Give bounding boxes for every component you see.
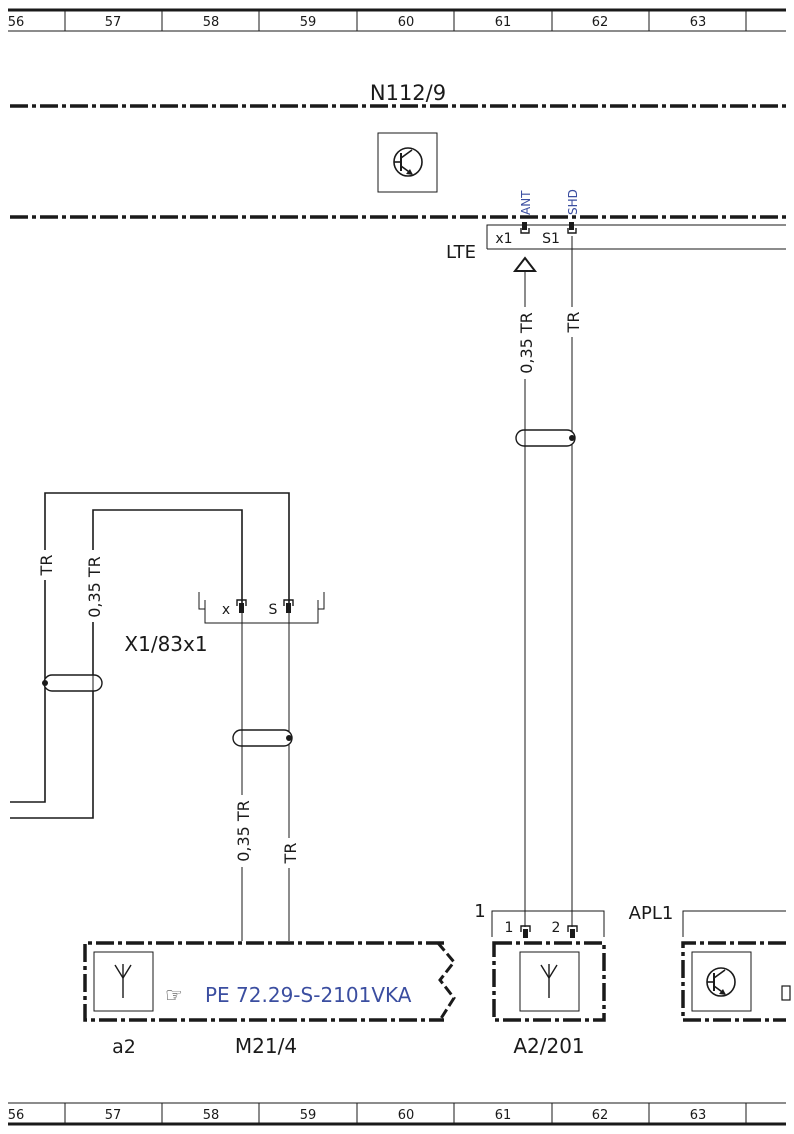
wires-left: TR 0,35 TR xyxy=(10,492,290,819)
module-sublabel-a2: a2 xyxy=(112,1036,136,1058)
antenna-icon-a2-201 xyxy=(519,951,580,1012)
pin-x-label: x xyxy=(222,602,230,618)
grid-col-63-bottom: 63 xyxy=(690,1108,707,1123)
wires-middle: 0,35 TR TR xyxy=(232,613,300,941)
pin-s-label: S xyxy=(269,602,278,618)
grid-col-56-bottom: 56 xyxy=(8,1108,25,1123)
wire-label-left-outer: TR xyxy=(37,555,56,577)
grid-col-58: 58 xyxy=(203,15,220,30)
top-grid-ruler: 56 57 58 59 60 61 62 63 xyxy=(8,8,786,32)
pin-1-symbol xyxy=(520,925,531,938)
wire-label-ant: 0,35 TR xyxy=(517,312,536,374)
connector-label-x1-83x1: X1/83x1 xyxy=(124,632,207,656)
module-n112-9: N112/9 LTE x1 S1 ANT SHD xyxy=(10,81,786,272)
module-a2-201: 1 1 2 A2/201 xyxy=(474,901,606,1058)
transistor-icon-apl1 xyxy=(691,951,752,1012)
grid-col-62-bottom: 62 xyxy=(592,1108,609,1123)
wire-label-mid-s: TR xyxy=(281,843,300,865)
pin-shd-label: SHD xyxy=(566,189,580,215)
wire-label-shd: TR xyxy=(564,312,583,334)
pin-s1-label: S1 xyxy=(542,231,560,247)
pin-1-label: 1 xyxy=(505,920,514,936)
antenna-icon xyxy=(93,951,154,1012)
pin-ant-label: ANT xyxy=(519,190,533,215)
wire-label-left-inner: 0,35 TR xyxy=(85,556,104,618)
transistor-icon xyxy=(377,132,438,193)
connector-label-1: 1 xyxy=(474,901,485,922)
lte-port-label: LTE xyxy=(446,242,476,263)
grid-col-60: 60 xyxy=(398,15,415,30)
grid-col-63: 63 xyxy=(690,15,707,30)
module-label-m21-4: M21/4 xyxy=(235,1034,297,1058)
module-apl1: APL1 xyxy=(629,903,791,1022)
grid-col-61: 61 xyxy=(495,15,512,30)
module-label-n112-9: N112/9 xyxy=(370,81,446,105)
grid-col-60-bottom: 60 xyxy=(398,1108,415,1123)
grid-col-57: 57 xyxy=(105,15,122,30)
grid-col-57-bottom: 57 xyxy=(105,1108,122,1123)
grid-col-59: 59 xyxy=(300,15,317,30)
coax-triangle-icon xyxy=(512,256,538,272)
pin-s-symbol xyxy=(283,599,294,613)
pin-2-label: 2 xyxy=(552,920,561,936)
wire-label-mid-x: 0,35 TR xyxy=(234,800,253,862)
grid-col-58-bottom: 58 xyxy=(203,1108,220,1123)
grid-col-59-bottom: 59 xyxy=(300,1108,317,1123)
reference-link[interactable]: PE 72.29-S-2101VKA xyxy=(205,983,412,1007)
module-m21-4: ☞ PE 72.29-S-2101VKA a2 M21/4 xyxy=(83,941,456,1058)
connector-label-apl1: APL1 xyxy=(629,903,674,924)
pin-shd-symbol xyxy=(567,222,577,234)
pin-ant-symbol xyxy=(520,222,530,234)
module-label-a2-201: A2/201 xyxy=(513,1034,584,1058)
bottom-grid-ruler: 56 57 58 59 60 61 62 63 xyxy=(8,1102,786,1126)
grid-col-61-bottom: 61 xyxy=(495,1108,512,1123)
hand-pointer-icon: ☞ xyxy=(165,983,183,1007)
pin-x-symbol xyxy=(236,599,247,613)
grid-col-56: 56 xyxy=(8,15,25,30)
lte-connector-box-top xyxy=(486,224,786,249)
grid-col-62: 62 xyxy=(592,15,609,30)
wires-right: 0,35 TR TR xyxy=(515,236,583,927)
pin-2-symbol xyxy=(567,925,578,938)
pin-x1-label: x1 xyxy=(495,231,512,247)
connector-x1-83x1: x S X1/83x1 xyxy=(124,592,325,656)
